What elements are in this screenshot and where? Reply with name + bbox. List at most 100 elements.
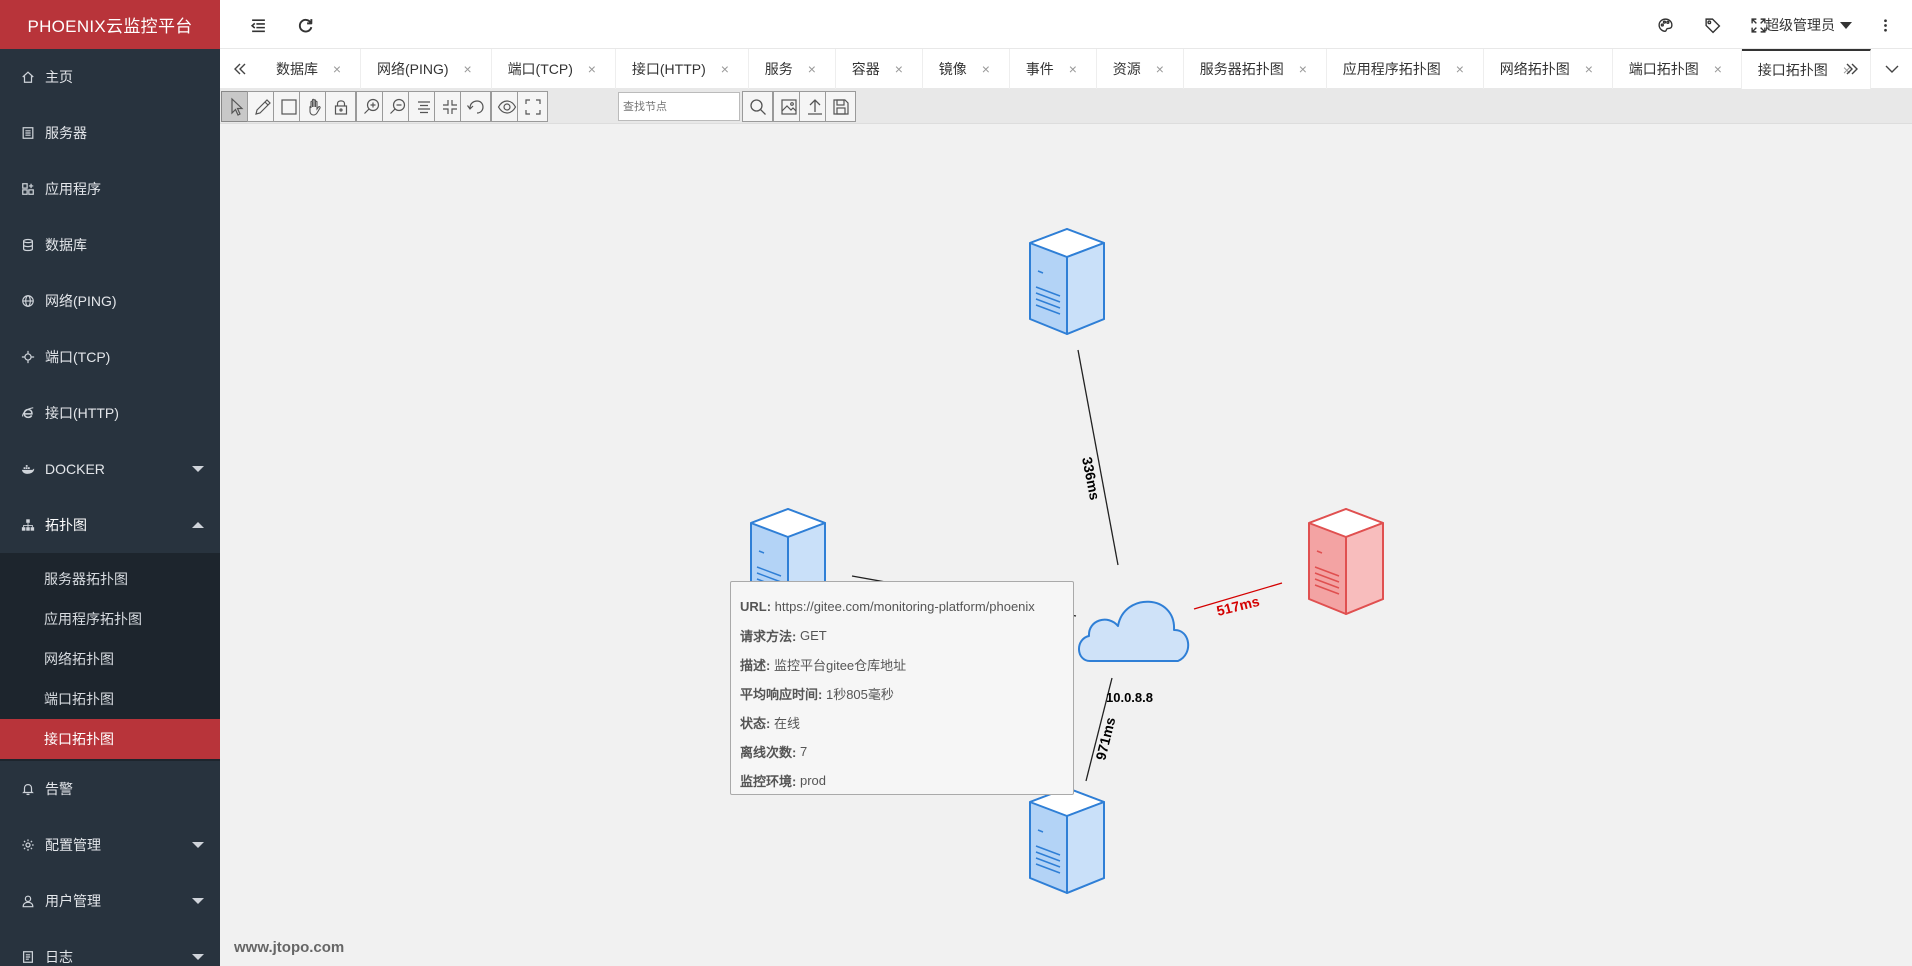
upload-icon[interactable]: [799, 91, 830, 122]
tooltip-key: 监控环境:: [740, 774, 797, 789]
tab-label: 应用程序拓扑图: [1342, 61, 1441, 77]
fit-center-icon[interactable]: [434, 91, 465, 122]
chevron-down-icon: [192, 466, 204, 472]
refresh-icon[interactable]: [294, 14, 316, 36]
fullscreen-icon[interactable]: [1747, 14, 1769, 36]
tab-item[interactable]: 接口拓扑图 ×: [1741, 49, 1871, 89]
pan-hand-icon[interactable]: [299, 91, 330, 122]
tab-close-icon[interactable]: ×: [463, 61, 472, 77]
sidebar-subitem-app-topology[interactable]: 应用程序拓扑图: [44, 611, 142, 627]
sidebar-item-label: 拓扑图: [45, 517, 87, 533]
tab-item[interactable]: 端口(TCP)×: [492, 49, 616, 89]
sidebar-item-users[interactable]: 用户管理: [0, 873, 220, 929]
tab-close-icon[interactable]: ×: [332, 61, 342, 77]
tabs-scroll-left-icon[interactable]: [220, 49, 260, 89]
server-node-top[interactable]: [1029, 228, 1105, 335]
tooltip-key: 离线次数:: [740, 745, 797, 760]
tab-close-icon[interactable]: ×: [1455, 61, 1464, 77]
user-name: 超级管理员: [1765, 17, 1835, 33]
cloud-node-center[interactable]: [1078, 600, 1189, 662]
tag-icon[interactable]: [1701, 14, 1723, 36]
tab-close-icon[interactable]: ×: [1155, 61, 1164, 77]
tab-close-icon[interactable]: ×: [1584, 61, 1593, 77]
sidebar-item-logs[interactable]: 日志: [0, 929, 220, 966]
tooltip-offline-row: 离线次数: 7: [740, 737, 1073, 766]
caret-down-icon: [1840, 21, 1852, 29]
tab-item[interactable]: 网络(PING)×: [361, 49, 492, 89]
server-node-bottom[interactable]: [1029, 787, 1105, 894]
theme-palette-icon[interactable]: [1654, 14, 1676, 36]
fullscreen-frame-icon[interactable]: [517, 91, 548, 122]
search-icon[interactable]: [742, 91, 773, 122]
sidebar-subitem-port-topology[interactable]: 端口拓扑图: [44, 691, 114, 707]
sidebar-item-home[interactable]: 主页: [0, 49, 220, 105]
tab-close-icon[interactable]: ×: [1068, 61, 1077, 77]
tab-close-icon[interactable]: ×: [1842, 62, 1851, 78]
tab-item[interactable]: 镜像×: [923, 49, 1010, 89]
sidebar-item-ping[interactable]: 网络(PING): [0, 273, 220, 329]
sidebar-item-tcp[interactable]: 端口(TCP): [0, 329, 220, 385]
node-tooltip: URL: https://gitee.com/monitoring-platfo…: [730, 581, 1074, 795]
sidebar-item-config[interactable]: 配置管理: [0, 817, 220, 873]
sidebar-item-docker[interactable]: DOCKER: [0, 441, 220, 497]
tab-item[interactable]: 接口(HTTP) ×: [616, 49, 749, 89]
edge-top-center[interactable]: [1077, 349, 1119, 566]
tab-close-icon[interactable]: ×: [720, 61, 729, 77]
sidebar-item-applications[interactable]: 应用程序: [0, 161, 220, 217]
sidebar-item-label: 日志: [45, 949, 73, 965]
tab-item[interactable]: 服务器拓扑图×: [1184, 49, 1327, 89]
zoom-out-icon[interactable]: [382, 91, 413, 122]
sidebar-item-database[interactable]: 数据库: [0, 217, 220, 273]
tab-close-icon[interactable]: ×: [981, 61, 990, 77]
tabs-scroll-right-icon[interactable]: [1832, 49, 1872, 89]
preview-eye-icon[interactable]: [491, 91, 522, 122]
tab-close-icon[interactable]: ×: [894, 61, 903, 77]
undo-icon[interactable]: [460, 91, 491, 122]
tab-item[interactable]: 网络拓扑图×: [1484, 49, 1613, 89]
tab-close-icon[interactable]: ×: [587, 61, 596, 77]
zoom-in-icon[interactable]: [356, 91, 387, 122]
select-mode-icon[interactable]: [221, 91, 252, 122]
tab-item[interactable]: 事件×: [1010, 49, 1097, 89]
tab-item[interactable]: 数据库×: [260, 49, 361, 89]
sidebar-item-alarm[interactable]: 告警: [0, 761, 220, 817]
tabs-list: 数据库×网络(PING)×端口(TCP)×接口(HTTP)×服务×容器×镜像×事…: [260, 49, 1871, 89]
edge-center-red[interactable]: [1193, 582, 1283, 610]
tooltip-key: 描述:: [740, 658, 771, 673]
find-node-input[interactable]: [618, 92, 740, 121]
topology-canvas[interactable]: 336ms 517ms 971ms: [220, 124, 1912, 966]
tab-item[interactable]: 资源×: [1097, 49, 1184, 89]
tab-label: 接口拓扑图: [1757, 62, 1828, 78]
top-header: 超级管理员: [220, 0, 1912, 49]
sidebar-item-topology[interactable]: 拓扑图: [0, 497, 220, 553]
tab-close-icon[interactable]: ×: [807, 61, 816, 77]
sidebar-item-servers[interactable]: 服务器: [0, 105, 220, 161]
edit-mode-pencil-icon[interactable]: [247, 91, 278, 122]
topology-graph[interactable]: 336ms 517ms 971ms: [220, 124, 1912, 966]
server-list-icon: [20, 126, 35, 141]
server-node-offline-red[interactable]: [1308, 508, 1384, 615]
save-icon[interactable]: [825, 91, 856, 122]
apps-icon: [20, 182, 35, 197]
tooltip-avg-value: 1秒805毫秒: [825, 687, 894, 702]
more-vertical-icon[interactable]: [1874, 14, 1896, 36]
tab-item[interactable]: 端口拓扑图×: [1613, 49, 1742, 89]
sidebar-subitem-network-topology[interactable]: 网络拓扑图: [44, 651, 114, 667]
sidebar-subitem-server-topology[interactable]: 服务器拓扑图: [44, 571, 128, 587]
collapse-menu-icon[interactable]: [247, 14, 269, 36]
log-icon: [20, 950, 35, 965]
tab-close-icon[interactable]: ×: [1713, 61, 1722, 77]
sidebar-item-label: 端口(TCP): [45, 349, 111, 365]
tabs-menu-chevron-down-icon[interactable]: [1872, 49, 1912, 89]
sidebar-subitem-http-topology[interactable]: 接口拓扑图: [0, 719, 220, 759]
app-logo-title[interactable]: PHOENIX云监控平台: [0, 0, 220, 49]
tab-item[interactable]: 服务×: [749, 49, 836, 89]
edge-center-bottom[interactable]: [1085, 677, 1113, 782]
sidebar-item-http[interactable]: 接口(HTTP): [0, 385, 220, 441]
tab-item[interactable]: 应用程序拓扑图 ×: [1327, 49, 1484, 89]
tab-close-icon[interactable]: ×: [1298, 61, 1307, 77]
tab-label: 接口(HTTP): [631, 61, 706, 77]
tab-item[interactable]: 容器×: [836, 49, 923, 89]
user-menu[interactable]: 超级管理员: [1765, 15, 1852, 35]
lock-icon[interactable]: [325, 91, 356, 122]
